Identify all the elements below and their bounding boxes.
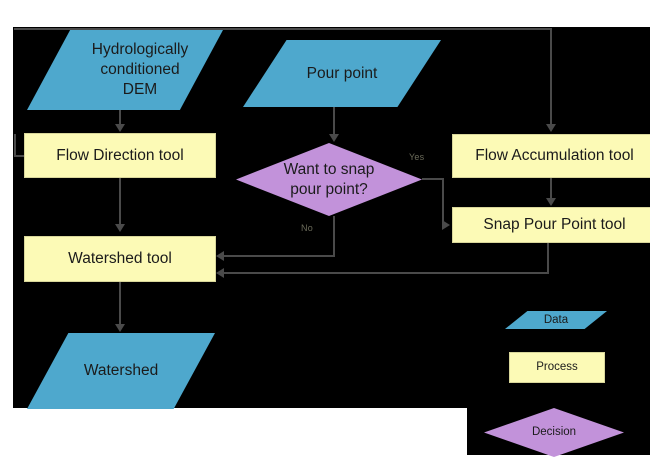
arrowhead-flow-accumulation-to-snap: [546, 198, 556, 206]
connector-yes-vertical: [442, 178, 444, 225]
branch-label-no: No: [301, 223, 313, 233]
branch-label-yes: Yes: [409, 152, 425, 162]
node-flow-direction-tool[interactable]: Flow Direction tool: [24, 133, 216, 178]
node-flow-accumulation-tool[interactable]: Flow Accumulation tool: [452, 134, 650, 178]
arrowhead-dem-to-flow-direction: [115, 124, 125, 132]
connector-snap-to-watershed-horizontal: [224, 272, 549, 274]
arrowhead-no-to-watershed-tool: [216, 251, 224, 261]
arrowhead-yes-to-snap: [442, 220, 450, 230]
connector-dem-to-flow-direction: [119, 110, 121, 126]
connector-top-rail: [14, 28, 552, 30]
arrowhead-snap-to-watershed-tool: [216, 268, 224, 278]
connector-snap-to-watershed-vertical: [547, 243, 549, 274]
connector-pour-point-to-decision: [333, 107, 335, 137]
connector-left-stub-horizontal: [14, 155, 26, 157]
arrowhead-flow-direction-to-watershed-tool: [115, 224, 125, 232]
node-hydrologically-conditioned-dem[interactable]: Hydrologically conditioned DEM: [27, 30, 223, 110]
connector-top-rail-drop: [550, 28, 552, 126]
legend-item-data: Data: [505, 311, 607, 329]
arrowhead-pour-point-to-decision: [329, 134, 339, 142]
connector-flow-direction-to-watershed-tool: [119, 178, 121, 226]
connector-watershed-tool-to-output: [119, 282, 121, 326]
arrowhead-watershed-tool-to-output: [115, 324, 125, 332]
connector-left-stub-vertical: [14, 134, 16, 156]
connector-flow-accumulation-to-snap: [550, 178, 552, 200]
connector-yes-horizontal: [422, 178, 444, 180]
arrowhead-to-flow-accumulation: [546, 124, 556, 132]
node-watershed-tool[interactable]: Watershed tool: [24, 236, 216, 282]
connector-no-horizontal: [224, 255, 335, 257]
connector-no-vertical: [333, 216, 335, 256]
legend-item-process: Process: [509, 352, 605, 383]
node-snap-pour-point-tool[interactable]: Snap Pour Point tool: [452, 207, 650, 243]
